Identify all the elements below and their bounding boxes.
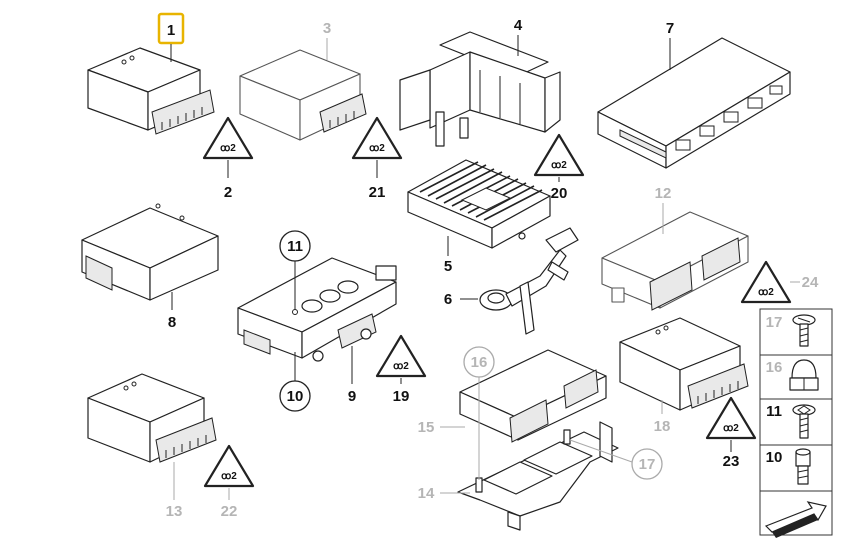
callout-1[interactable]: 1 — [167, 22, 175, 39]
warning-triangle-22: ꝏ2 — [203, 444, 255, 488]
callout-15[interactable]: 15 — [418, 419, 435, 436]
part-15-control-module[interactable] — [459, 349, 607, 443]
callout-21[interactable]: 21 — [369, 184, 386, 201]
callout-13[interactable]: 13 — [166, 503, 183, 520]
callout-16[interactable]: 16 — [471, 354, 488, 371]
part-7-body-module[interactable] — [597, 37, 791, 169]
legend-label-17: 17 — [766, 314, 783, 331]
part-14-mounting-plate[interactable] — [457, 421, 619, 531]
callout-22[interactable]: 22 — [221, 503, 238, 520]
bolt-icon — [792, 404, 816, 439]
callout-9[interactable]: 9 — [348, 388, 356, 405]
callout-20[interactable]: 20 — [551, 185, 568, 202]
part-6-bracket-clip[interactable] — [479, 227, 579, 335]
cap-nut-icon — [789, 359, 819, 391]
hardware-legend-panel: 17 16 11 10 — [759, 308, 833, 538]
callout-14[interactable]: 14 — [418, 485, 435, 502]
callout-17[interactable]: 17 — [639, 456, 656, 473]
callout-18[interactable]: 18 — [654, 418, 671, 435]
callout-5[interactable]: 5 — [444, 258, 452, 275]
direction-arrow-icon — [764, 501, 827, 538]
callout-6[interactable]: 6 — [444, 291, 452, 308]
part-12-control-module[interactable] — [601, 211, 749, 311]
legend-label-10: 10 — [766, 449, 783, 466]
svg-text:ꝏ2: ꝏ2 — [221, 471, 237, 482]
callout-23[interactable]: 23 — [723, 453, 740, 470]
part-9-central-module[interactable] — [237, 257, 397, 362]
legend-label-11: 11 — [766, 403, 782, 420]
part-8-control-module[interactable] — [81, 203, 219, 301]
part-3-control-module[interactable] — [239, 49, 367, 141]
svg-text:ꝏ2: ꝏ2 — [393, 361, 409, 372]
callout-7[interactable]: 7 — [666, 20, 674, 37]
stud-icon — [795, 448, 811, 485]
part-18-control-module[interactable] — [619, 317, 749, 411]
callout-10[interactable]: 10 — [287, 388, 304, 405]
callout-24[interactable]: 24 — [802, 274, 819, 291]
screw-icon — [792, 314, 816, 347]
part-13-control-module[interactable] — [87, 373, 217, 463]
callout-19[interactable]: 19 — [393, 388, 410, 405]
warning-triangle-21: ꝏ2 — [351, 116, 403, 160]
callout-3[interactable]: 3 — [323, 20, 331, 37]
svg-text:ꝏ2: ꝏ2 — [220, 143, 236, 154]
warning-triangle-19: ꝏ2 — [375, 334, 427, 378]
warning-triangle-23: ꝏ2 — [705, 396, 757, 440]
warning-triangle-24: ꝏ2 — [740, 260, 792, 304]
callout-12[interactable]: 12 — [655, 185, 672, 202]
svg-text:ꝏ2: ꝏ2 — [758, 287, 774, 298]
part-4-holder-bracket[interactable] — [399, 31, 561, 147]
selected-callout-frame — [157, 12, 185, 45]
svg-text:ꝏ2: ꝏ2 — [551, 160, 567, 171]
callout-11[interactable]: 11 — [287, 238, 303, 255]
legend-label-16: 16 — [766, 359, 783, 376]
svg-text:ꝏ2: ꝏ2 — [369, 143, 385, 154]
callout-17-circle — [631, 448, 663, 480]
svg-text:ꝏ2: ꝏ2 — [723, 423, 739, 434]
warning-triangle-2: ꝏ2 — [202, 116, 254, 160]
callout-8[interactable]: 8 — [168, 314, 176, 331]
callout-2[interactable]: 2 — [224, 184, 232, 201]
warning-triangle-20: ꝏ2 — [533, 133, 585, 177]
callout-4[interactable]: 4 — [514, 17, 523, 34]
part-1-control-module[interactable] — [87, 47, 215, 135]
part-5-amplifier-module[interactable] — [407, 159, 551, 249]
